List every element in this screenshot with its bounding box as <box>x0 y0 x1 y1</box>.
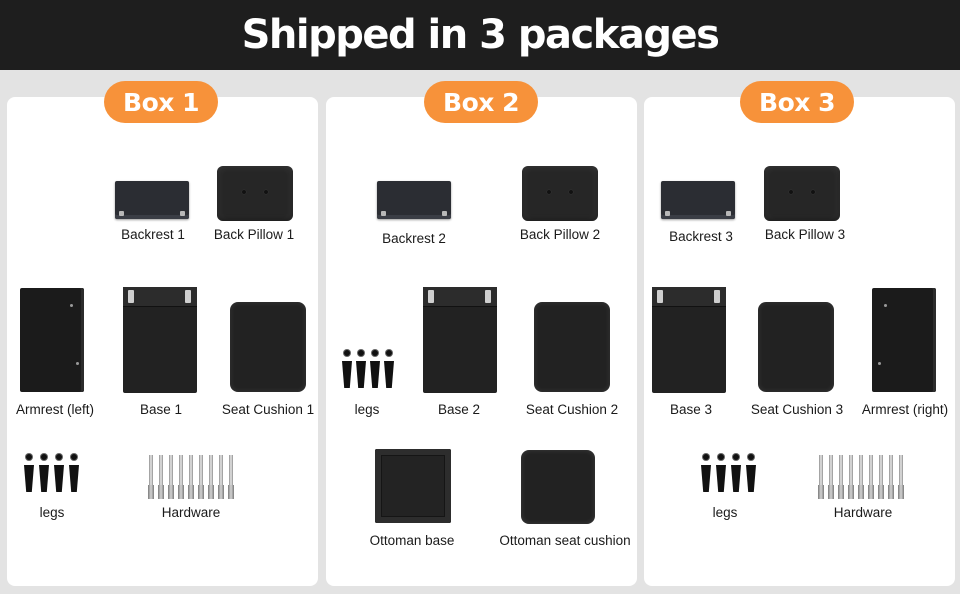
legs-image <box>24 454 80 500</box>
item-label: legs <box>39 505 65 520</box>
item-label: Base 1 <box>139 402 183 417</box>
item-label: Backrest 1 <box>121 227 185 242</box>
seat-cushion-image <box>534 302 610 392</box>
item-label: legs <box>354 402 380 417</box>
backrest-image <box>115 181 189 219</box>
seat-cushion-image <box>230 302 306 392</box>
item-label: Seat Cushion 2 <box>525 402 619 417</box>
legs-image <box>701 454 757 500</box>
item-label: Seat Cushion 3 <box>750 402 844 417</box>
base-image <box>652 287 726 393</box>
box-3-badge: Box 3 <box>740 81 854 123</box>
ottoman-seat-cushion-image <box>521 450 595 524</box>
back-pillow-image <box>764 166 840 221</box>
item-label: Seat Cushion 1 <box>221 402 315 417</box>
backrest-image <box>661 181 735 219</box>
page-title: Shipped in 3 packages <box>241 12 720 58</box>
item-label: Base 3 <box>669 402 713 417</box>
base-image <box>123 287 197 393</box>
hardware-image <box>148 455 236 501</box>
item-label: Back Pillow 3 <box>764 227 846 242</box>
item-label: Back Pillow 1 <box>213 227 295 242</box>
item-label: Backrest 3 <box>669 229 733 244</box>
header-banner: Shipped in 3 packages <box>0 0 960 70</box>
item-label: Hardware <box>833 505 893 520</box>
item-label: Base 2 <box>437 402 481 417</box>
hardware-image <box>818 455 906 501</box>
box-1-badge: Box 1 <box>104 81 218 123</box>
item-label: Armrest (left) <box>15 402 95 417</box>
backrest-image <box>377 181 451 219</box>
item-label: Hardware <box>161 505 221 520</box>
item-label: Ottoman seat cushion <box>499 533 631 548</box>
item-label: legs <box>712 505 738 520</box>
armrest-image <box>872 288 936 392</box>
item-label: Armrest (right) <box>861 402 949 417</box>
ottoman-base-image <box>375 449 451 523</box>
legs-image <box>342 350 398 396</box>
item-label: Back Pillow 2 <box>519 227 601 242</box>
back-pillow-image <box>217 166 293 221</box>
box-2-badge: Box 2 <box>424 81 538 123</box>
armrest-image <box>20 288 84 392</box>
item-label: Ottoman base <box>369 533 455 548</box>
seat-cushion-image <box>758 302 834 392</box>
item-label: Backrest 2 <box>382 231 446 246</box>
base-image <box>423 287 497 393</box>
back-pillow-image <box>522 166 598 221</box>
